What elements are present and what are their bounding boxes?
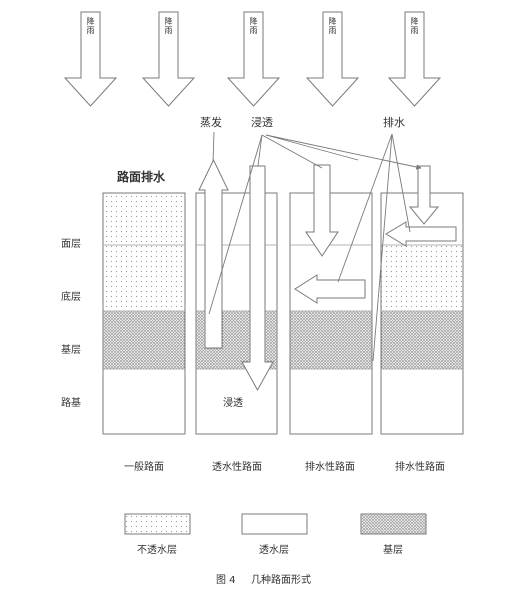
legend-swatch-dense	[360, 513, 427, 535]
legend-label: 基层	[383, 543, 403, 556]
figure-number: 图 4	[216, 574, 236, 586]
layer-label-surface: 面层	[61, 238, 81, 250]
drainage-down-arrow-col4	[408, 165, 440, 225]
legend: 不透水层 透水层 基层	[124, 513, 427, 556]
infiltration-label: 浸透	[251, 116, 273, 129]
rain-arrow: 降雨	[226, 11, 281, 107]
infiltration-inner-label: 浸透	[223, 397, 243, 409]
legend-item-base: 基层	[360, 513, 427, 556]
figure-caption: 几种路面形式	[251, 573, 311, 586]
column-drainage-1	[289, 192, 373, 435]
evaporation-arrow	[198, 158, 229, 349]
column-label-general: 一般路面	[124, 460, 164, 473]
connector-lines	[208, 131, 422, 362]
rain-arrow-label: 降雨	[329, 16, 337, 35]
column-label-drainage-1: 排水性路面	[305, 460, 355, 473]
rain-arrow-label: 降雨	[411, 16, 419, 35]
rain-arrow: 降雨	[141, 11, 196, 107]
legend-item-impermeable: 不透水层	[124, 513, 191, 556]
legend-swatch-plain	[241, 513, 308, 535]
rain-arrow-label: 降雨	[165, 16, 173, 35]
drainage-down-arrow-col3	[305, 164, 339, 257]
rain-arrow: 降雨	[63, 11, 118, 107]
legend-item-permeable: 透水层	[241, 513, 308, 556]
layer-label-bottom: 底层	[61, 290, 81, 303]
legend-label: 不透水层	[137, 544, 177, 556]
legend-swatch-dotted	[124, 513, 191, 535]
infiltration-arrow	[241, 165, 274, 392]
layer-label-base: 基层	[61, 343, 81, 356]
diagram-title: 路面排水	[117, 169, 166, 184]
column-general	[102, 192, 186, 435]
evaporation-label: 蒸发	[200, 115, 222, 129]
column-label-drainage-2: 排水性路面	[395, 460, 445, 473]
layer-label-subgrade: 路基	[61, 396, 81, 409]
drainage-label: 排水	[383, 115, 405, 129]
drainage-side-arrow-col3	[294, 274, 366, 304]
rain-arrow-label: 降雨	[250, 16, 258, 35]
column-label-permeable: 透水性路面	[212, 460, 262, 473]
rain-arrow-label: 降雨	[87, 16, 95, 35]
drainage-side-arrow-col4	[385, 221, 457, 247]
rain-arrow: 降雨	[305, 11, 360, 107]
legend-label: 透水层	[259, 544, 289, 556]
rain-arrow: 降雨	[387, 11, 442, 107]
rain-arrows: 降雨 降雨 降雨 降雨 降雨	[63, 11, 442, 107]
